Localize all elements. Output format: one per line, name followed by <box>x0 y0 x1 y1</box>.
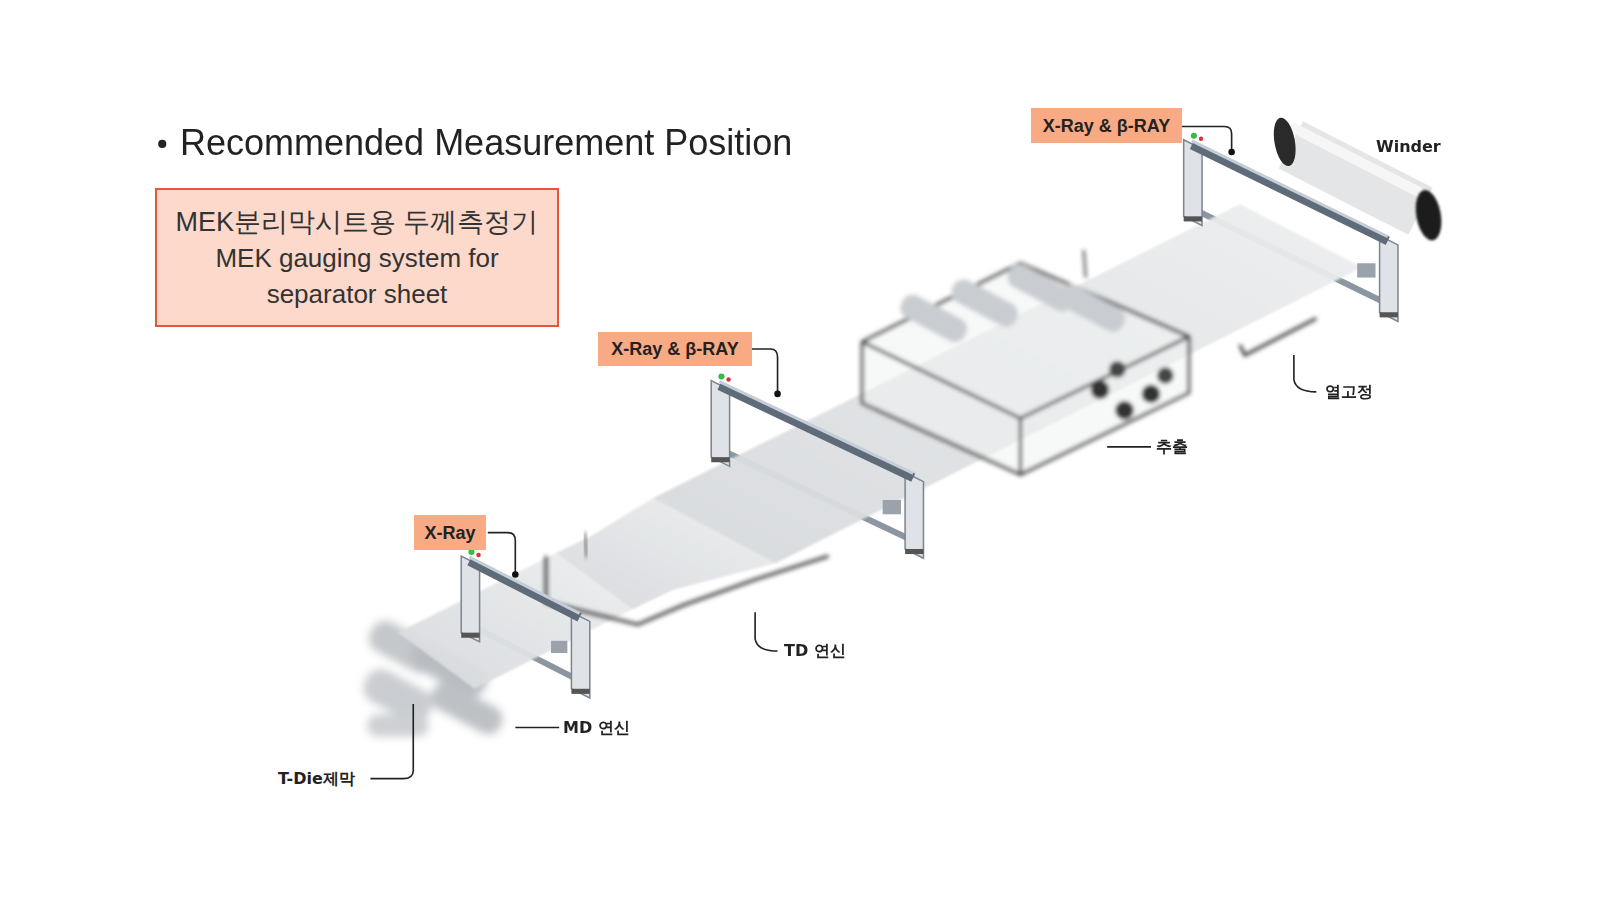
info-box: MEK분리막시트용 두께측정기MEK gauging system for se… <box>155 188 559 327</box>
process-label: T-Die제막 <box>278 768 355 790</box>
gauge-tag: X-Ray & β-RAY <box>598 332 752 366</box>
td-stretch-outline <box>546 556 829 624</box>
tag-text: X-Ray <box>424 522 475 544</box>
tag-text: X-Ray & β-RAY <box>611 338 738 360</box>
info-text: MEK gauging system for separator sheet <box>169 240 545 312</box>
process-label: TD 연신 <box>784 640 846 662</box>
title-bullet <box>158 140 166 148</box>
extraction-unit <box>862 260 1189 474</box>
heat-set-outline <box>1084 250 1317 355</box>
info-text: MEK분리막시트용 두께측정기 <box>175 204 538 240</box>
leader-dots <box>512 149 1235 578</box>
process-label: MD 연신 <box>563 717 630 739</box>
page-title: Recommended Measurement Position <box>180 123 792 163</box>
tag-text: X-Ray & β-RAY <box>1043 115 1170 137</box>
winder-roll <box>1270 116 1445 243</box>
process-label: Winder <box>1376 136 1441 158</box>
gauge-tag: X-Ray & β-RAY <box>1031 108 1182 143</box>
gauge-frame <box>711 373 923 558</box>
gauge-frame <box>461 549 590 698</box>
process-label: 추출 <box>1156 436 1188 458</box>
process-label: 열고정 <box>1325 381 1373 403</box>
gauge-tag: X-Ray <box>414 515 486 550</box>
